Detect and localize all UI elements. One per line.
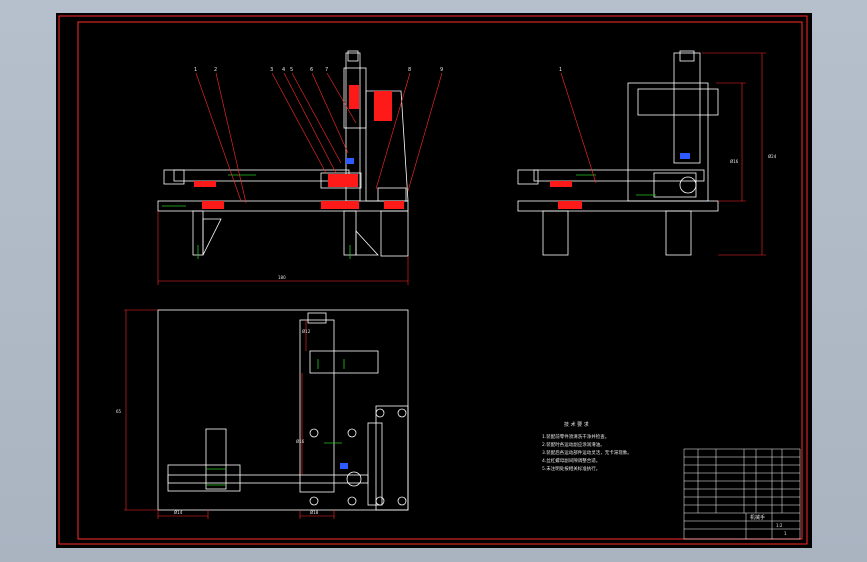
title-block-scale: 1:2 (776, 523, 783, 528)
side-blue-detail (680, 153, 690, 159)
side-dim-2: Ø16 (730, 159, 739, 164)
side-leaders (560, 52, 766, 256)
plan-column-top (299, 319, 335, 493)
front-balloons: 1 2 3 4 5 6 7 8 9 (194, 67, 443, 73)
side-view (517, 50, 719, 256)
notes-line-5: 5.未注明处按相关标准执行。 (542, 465, 600, 472)
front-hatch-7 (384, 201, 404, 209)
side-leg-right (665, 210, 692, 256)
outer-frame (58, 15, 808, 545)
title-block-sheet: 1 (784, 531, 787, 536)
side-backplate (627, 82, 709, 202)
front-column-cap (347, 50, 359, 62)
front-hatch-5 (374, 91, 392, 121)
front-foot-block (377, 187, 407, 202)
front-arm-slider (320, 172, 362, 189)
front-hatch-2 (202, 201, 224, 209)
inner-frame (77, 21, 803, 540)
front-dimension (157, 211, 409, 285)
plan-bolt-6 (309, 496, 319, 506)
tech-notes: 技 术 要 求 1.装配前零件须清洗干净并检查。 2.装配时各运动副应涂润滑油。… (542, 421, 632, 472)
plan-dim-5: Ø12 (302, 329, 311, 334)
balloon-8: 8 (408, 67, 411, 73)
side-pulley (679, 176, 697, 194)
plan-pulley (346, 471, 362, 487)
plan-bolt-8 (347, 496, 357, 506)
plan-bolt-5 (309, 428, 319, 438)
balloon-1: 1 (194, 67, 197, 73)
balloon-9: 9 (440, 67, 443, 73)
front-view (157, 50, 409, 259)
plan-dim-2: Ø14 (174, 510, 183, 515)
plan-bolt-1 (375, 408, 385, 418)
front-blue-detail (346, 158, 354, 164)
plan-arm (167, 474, 369, 484)
plan-base (157, 309, 409, 511)
title-block-name: 机械手 (750, 514, 765, 521)
plan-view (157, 309, 409, 511)
front-gusset-right (355, 229, 379, 256)
plan-gripper (167, 464, 241, 492)
side-leg-left (542, 210, 569, 256)
front-hatch-6 (349, 85, 359, 109)
balloon-3: 3 (270, 67, 273, 73)
assembly-drawing: 1 2 3 4 5 6 7 8 9 180 (58, 15, 808, 545)
balloon-5: 5 (290, 67, 293, 73)
plan-motor (375, 405, 409, 511)
balloon-7: 7 (325, 67, 328, 73)
notes-line-4: 4.丝杠螺母副间隙调整合适。 (542, 457, 600, 464)
front-hatch-1 (194, 181, 216, 187)
balloon-6: 6 (310, 67, 313, 73)
front-hatch-3 (328, 174, 358, 187)
front-block-right (380, 210, 409, 257)
side-column (673, 52, 701, 164)
plan-blue-detail (340, 463, 348, 469)
side-hatch-1 (550, 181, 572, 187)
side-hatch-2 (558, 201, 582, 209)
plan-dimensions (124, 309, 335, 519)
plan-column-cap (307, 312, 327, 324)
side-dim-1: Ø24 (768, 154, 777, 159)
balloon-4: 4 (282, 67, 285, 73)
plan-bolt-3 (375, 496, 385, 506)
front-arm (173, 169, 350, 182)
front-leaders (195, 72, 443, 204)
plan-vslide (205, 428, 227, 490)
side-slide (637, 88, 719, 116)
plan-bolt-2 (397, 408, 407, 418)
front-hatch-4 (321, 201, 359, 209)
cad-viewport[interactable]: 1 2 3 4 5 6 7 8 9 180 (56, 13, 812, 548)
side-gripper (517, 169, 539, 185)
front-gusset-left (202, 218, 222, 256)
front-base-plate (157, 200, 409, 212)
notes-line-2: 2.装配时各运动副应涂润滑油。 (542, 441, 605, 448)
front-gripper-body (163, 169, 185, 185)
side-column-cap (679, 50, 695, 62)
side-base-plate (517, 200, 719, 212)
plan-dim-1: 65 (116, 409, 122, 414)
front-dim-text: 180 (278, 275, 286, 280)
notes-line-3: 3.装配后各运动部件运动灵活，无卡滞现象。 (542, 449, 632, 456)
side-carriage (653, 172, 697, 198)
side-balloon-1: 1 (559, 67, 562, 73)
plan-dim-4: Ø16 (296, 439, 305, 444)
notes-line-1: 1.装配前零件须清洗干净并检查。 (542, 433, 609, 440)
plan-bolt-7 (347, 428, 357, 438)
plan-bolt-4 (397, 496, 407, 506)
notes-title: 技 术 要 求 (564, 421, 589, 428)
plan-rail (367, 422, 383, 506)
plan-dim-3: Ø18 (310, 510, 319, 515)
plan-slide (309, 350, 379, 374)
balloon-2: 2 (214, 67, 217, 73)
side-arm (533, 169, 705, 182)
title-block (683, 448, 801, 540)
